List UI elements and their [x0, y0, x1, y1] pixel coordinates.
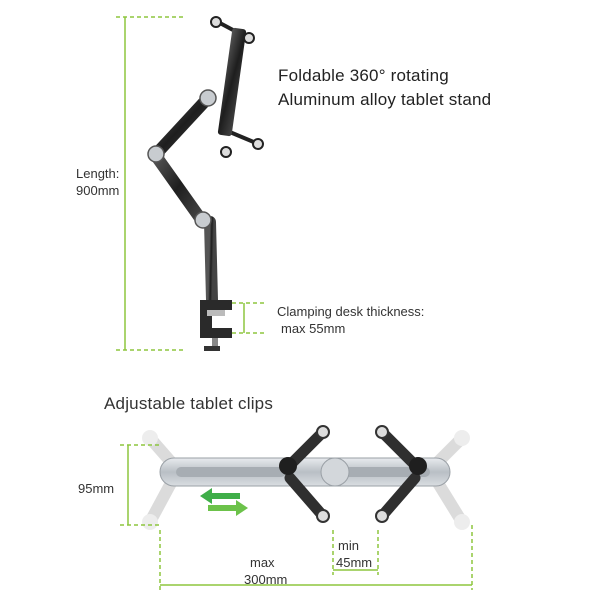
title-line-1: Foldable 360° rotating: [278, 66, 449, 85]
stand-arms: [147, 89, 218, 306]
clip-arms: [279, 425, 427, 523]
length-dimension-line: [116, 16, 186, 351]
length-label-line-2: 900mm: [76, 183, 120, 198]
clamp-label-line-2: max 55mm: [281, 321, 346, 336]
min-label-line-2: 45mm: [336, 555, 373, 570]
width-dimension-line: [159, 525, 473, 590]
height-label: 95mm: [78, 481, 115, 496]
tablet-holder: [210, 16, 264, 158]
clamp-dimension-line: [232, 302, 264, 334]
min-label-line-1: min: [338, 538, 359, 553]
slide-arrows-icon: [200, 488, 248, 516]
length-label-line-1: Length:: [76, 166, 120, 181]
clips-heading: Adjustable tablet clips: [104, 394, 274, 413]
min-dimension-line: [332, 530, 379, 575]
width-label-line-2: 300mm: [244, 572, 288, 587]
width-label-line-1: max: [250, 555, 275, 570]
clip-bar: [159, 457, 451, 487]
desk-clamp: [200, 300, 232, 351]
clamp-label-line-1: Clamping desk thickness:: [277, 304, 425, 319]
title-line-2: Aluminum alloy tablet stand: [278, 90, 492, 109]
height-dimension-line: [120, 444, 160, 526]
